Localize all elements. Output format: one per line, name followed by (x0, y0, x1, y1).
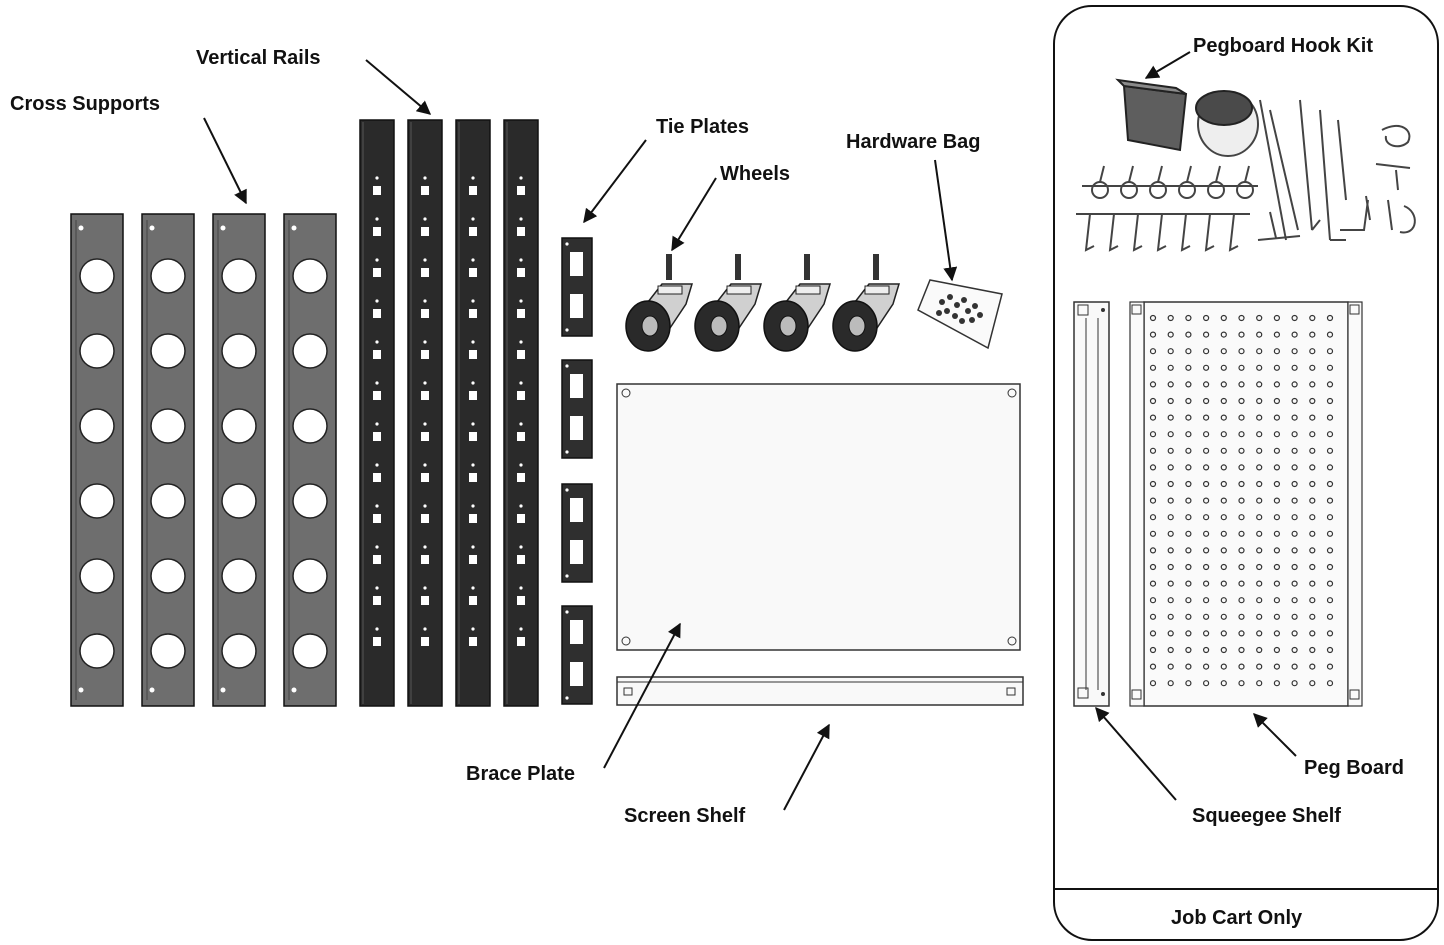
vertical-rails-group (359, 119, 539, 707)
label-pegboard-hook-kit: Pegboard Hook Kit (1193, 35, 1373, 57)
wheel (694, 254, 763, 352)
pegboard-hook-kit (1076, 78, 1416, 252)
label-tie-plates: Tie Plates (656, 116, 749, 138)
screen-shelf-strip (616, 676, 1024, 706)
label-peg-board: Peg Board (1304, 757, 1404, 779)
label-brace-plate: Brace Plate (466, 763, 575, 785)
cross-supports-group (70, 213, 337, 707)
tie-plates-group (561, 237, 593, 705)
vertical-rail (407, 119, 443, 707)
wheel (625, 254, 694, 352)
label-job-cart-only: Job Cart Only (1171, 907, 1303, 929)
squeegee-shelf (1073, 301, 1110, 707)
label-squeegee-shelf: Squeegee Shelf (1192, 805, 1341, 827)
peg-board (1129, 301, 1363, 707)
cross-support (141, 213, 195, 707)
hardware-bag (917, 279, 1003, 350)
wheels-group (625, 254, 901, 352)
tie-plate (561, 237, 593, 337)
tie-plate (561, 605, 593, 705)
wheel (832, 254, 901, 352)
label-vertical-rails: Vertical Rails (196, 47, 321, 69)
callout-arrows (203, 51, 1297, 811)
cross-support (212, 213, 266, 707)
label-wheels: Wheels (720, 163, 790, 185)
tie-plate (561, 483, 593, 583)
vertical-rail (455, 119, 491, 707)
label-hardware-bag: Hardware Bag (846, 131, 981, 153)
label-screen-shelf: Screen Shelf (624, 805, 746, 827)
tie-plate (561, 359, 593, 459)
job-cart-only-box (1053, 5, 1439, 941)
cross-support (283, 213, 337, 707)
label-cross-supports: Cross Supports (10, 93, 160, 115)
vertical-rail (359, 119, 395, 707)
callout-labels: Vertical Rails Cross Supports Tie Plates… (10, 35, 1404, 929)
wheel (763, 254, 832, 352)
vertical-rail (503, 119, 539, 707)
cross-support (70, 213, 124, 707)
screen-shelf-panel (616, 383, 1021, 651)
